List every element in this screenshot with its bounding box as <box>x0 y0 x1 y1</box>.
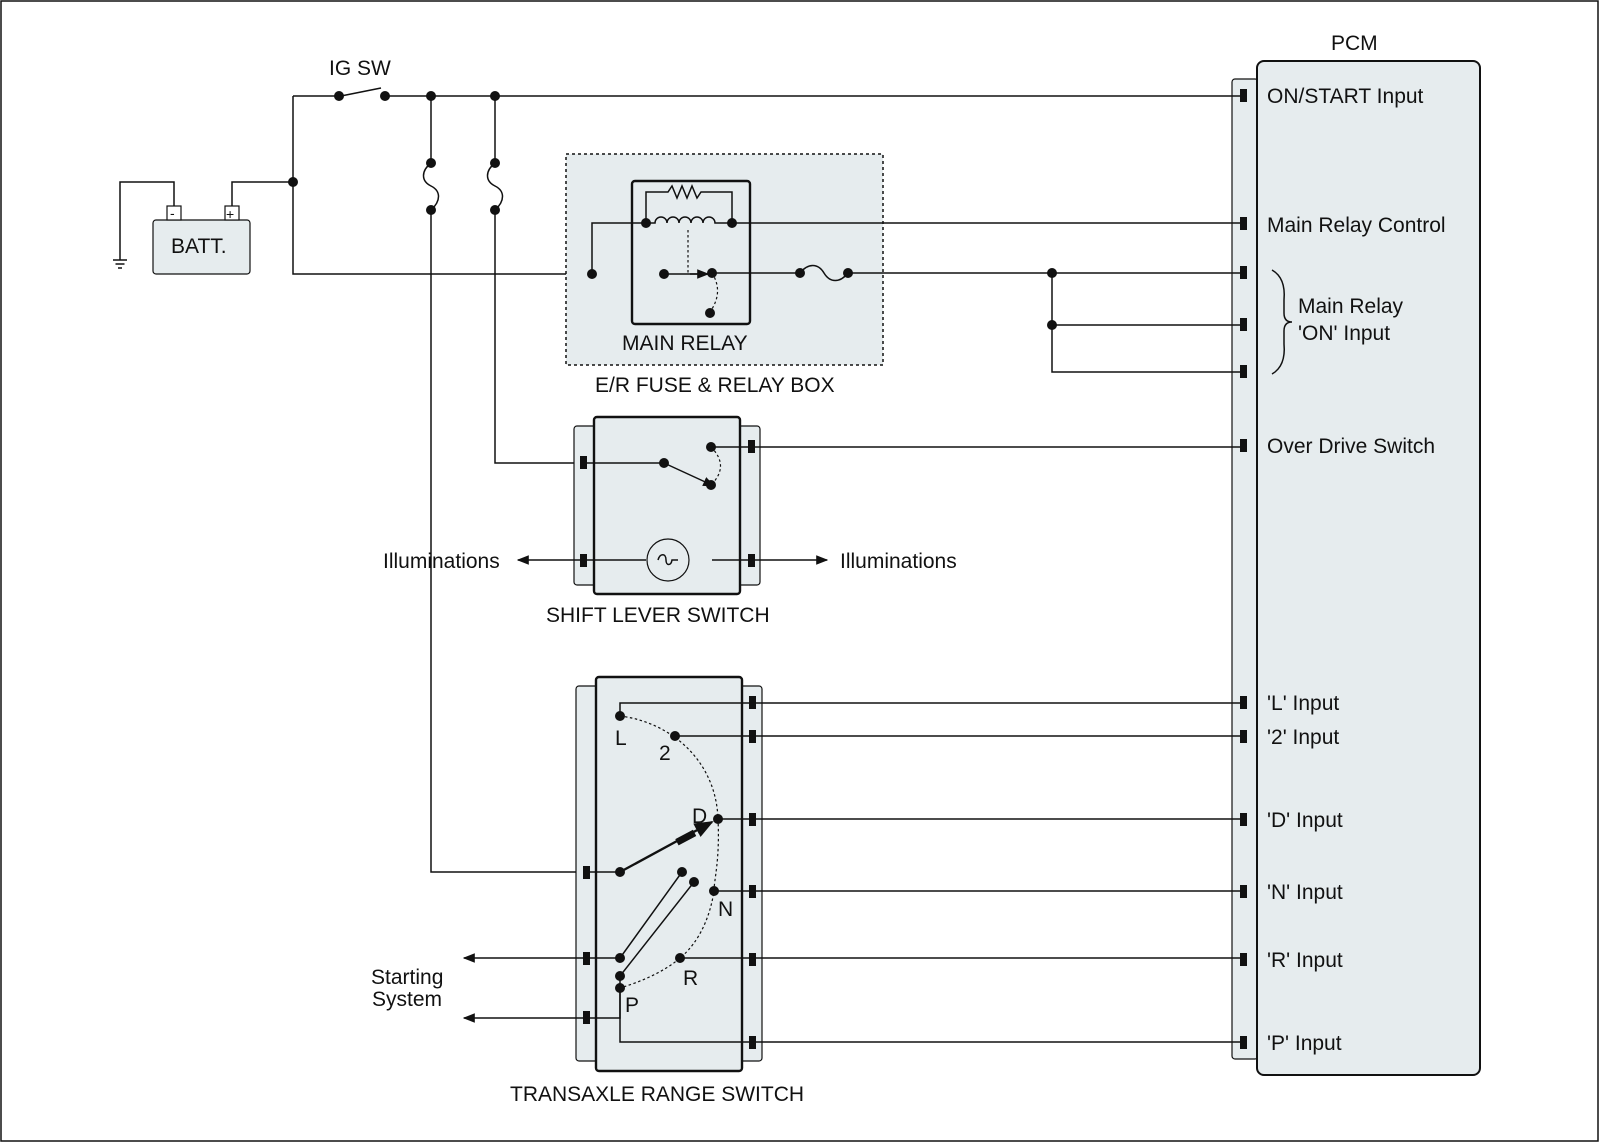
selector-blade <box>619 820 714 874</box>
relay-resistor-icon <box>645 184 733 223</box>
main-relay-on-wiring <box>848 268 1240 373</box>
overdrive-switch-blade <box>663 462 716 487</box>
shift-lever-terminal <box>580 456 587 469</box>
transaxle-terminal <box>583 952 590 965</box>
battery-body <box>152 219 251 275</box>
main-relay-label: MAIN RELAY <box>622 332 748 355</box>
fuse-1-icon <box>422 162 440 211</box>
battery-bus-wire <box>292 96 592 275</box>
illuminations-left-label: Illuminations <box>383 550 500 573</box>
shift-lever-terminal <box>580 554 587 567</box>
transaxle-range-switch: Starting System L 2 D N R P TRANSAXLE RA… <box>371 675 1240 1106</box>
range-letter-l: L <box>615 727 627 750</box>
battery-circuit: - + BATT. IG SW <box>113 57 1240 873</box>
shift-lever-switch: Illuminations Illuminations SHIFT LEVER … <box>383 415 1240 627</box>
selector-blade-contact <box>675 829 697 846</box>
pcm-terminal <box>1240 266 1247 279</box>
pcm-terminal <box>1240 318 1247 331</box>
pcm-d-input-label: 'D' Input <box>1267 809 1343 832</box>
main-relay-on-branch <box>1051 273 1240 373</box>
battery-positive-wire <box>231 181 293 206</box>
pcm-r-input-label: 'R' Input <box>1267 949 1343 972</box>
fuse-2-icon <box>486 162 504 211</box>
range-letter-2: 2 <box>659 742 671 765</box>
fuse-relay-box-label: E/R FUSE & RELAY BOX <box>595 374 835 397</box>
battery-positive-sign: + <box>226 206 234 222</box>
illumination-lamp-icon <box>646 538 690 582</box>
starting-system-label-line2: System <box>372 988 442 1011</box>
relay-coil-icon <box>646 216 732 224</box>
start-wire-lower <box>590 976 621 1019</box>
fuse-3-icon <box>799 264 849 282</box>
pcm-terminal <box>1240 953 1247 966</box>
illuminations-right-label: Illuminations <box>840 550 957 573</box>
range-letter-p: P <box>625 994 639 1017</box>
shift-lever-switch-label: SHIFT LEVER SWITCH <box>546 604 770 627</box>
range-letter-d: D <box>692 805 707 828</box>
transaxle-range-switch-label: TRANSAXLE RANGE SWITCH <box>510 1083 804 1106</box>
pcm-terminal <box>1240 217 1247 230</box>
range-contact-n <box>709 886 719 896</box>
overdrive-switch-travel <box>710 446 722 486</box>
pcm-terminal <box>1240 813 1247 826</box>
ig-switch-blade <box>340 87 382 97</box>
range-letter-r: R <box>683 967 698 990</box>
pcm-terminal <box>1240 696 1247 709</box>
pcm-terminal <box>1240 1036 1247 1049</box>
pcm-terminal <box>1240 730 1247 743</box>
range-contact-d <box>713 814 723 824</box>
transaxle-terminal <box>583 866 590 879</box>
pcm-l-input-label: 'L' Input <box>1267 692 1339 715</box>
pcm-over-drive-switch-label: Over Drive Switch <box>1267 435 1435 458</box>
pcm-title: PCM <box>1331 32 1378 55</box>
pcm-main-relay-control-label: Main Relay Control <box>1267 214 1446 237</box>
pcm-terminal <box>1240 439 1247 452</box>
fuse-relay-box: MAIN RELAY E/R FUSE & RELAY BOX <box>565 153 1240 397</box>
pcm-terminal <box>1240 89 1247 102</box>
pcm-main-relay-on-label-line2: 'ON' Input <box>1298 322 1390 345</box>
ground-wire <box>119 181 175 260</box>
pcm-2-input-label: '2' Input <box>1267 726 1339 749</box>
pcm-main-relay-on-label-line1: Main Relay <box>1298 295 1404 318</box>
range-detent-arc <box>619 715 719 989</box>
overdrive-switch-contact <box>706 480 716 490</box>
illumination-filament-icon <box>657 554 678 566</box>
ig-switch-label: IG SW <box>329 57 391 80</box>
range-contact-r <box>675 953 685 963</box>
ig-switch-contact <box>334 91 344 101</box>
pcm-terminal <box>1240 365 1247 378</box>
starting-system-label-line1: Starting <box>371 966 443 989</box>
range-contact-l <box>615 711 625 721</box>
shift-lever-terminal <box>748 440 755 453</box>
transaxle-terminal <box>749 953 756 966</box>
pcm-body <box>1256 60 1481 1076</box>
fuse-1-wire-down <box>430 210 584 873</box>
pcm-block: PCM ON/START Input Main Relay Control Ma… <box>1231 32 1481 1076</box>
fuse-2-wire-down <box>494 210 578 464</box>
pcm-n-input-label: 'N' Input <box>1267 881 1343 904</box>
transaxle-body <box>594 675 744 1073</box>
range-contact-2 <box>670 731 680 741</box>
battery-negative-sign: - <box>170 205 175 221</box>
relay-switch-contact <box>705 308 715 318</box>
junction-dot <box>587 269 597 279</box>
relay-switch-travel <box>709 272 719 313</box>
relay-coil-wire-left <box>591 222 646 274</box>
start-bridge-link <box>619 871 695 977</box>
range-letter-n: N <box>718 898 733 921</box>
ground-icon <box>113 259 127 269</box>
main-relay-on-brace <box>1271 269 1293 375</box>
pcm-on-start-input-label: ON/START Input <box>1267 85 1424 108</box>
shift-lever-terminal <box>748 554 755 567</box>
transaxle-terminal <box>583 1011 590 1024</box>
pcm-p-input-label: 'P' Input <box>1267 1032 1342 1055</box>
battery-label: BATT. <box>171 235 227 258</box>
pcm-terminal <box>1240 885 1247 898</box>
shift-lever-body <box>592 415 742 596</box>
